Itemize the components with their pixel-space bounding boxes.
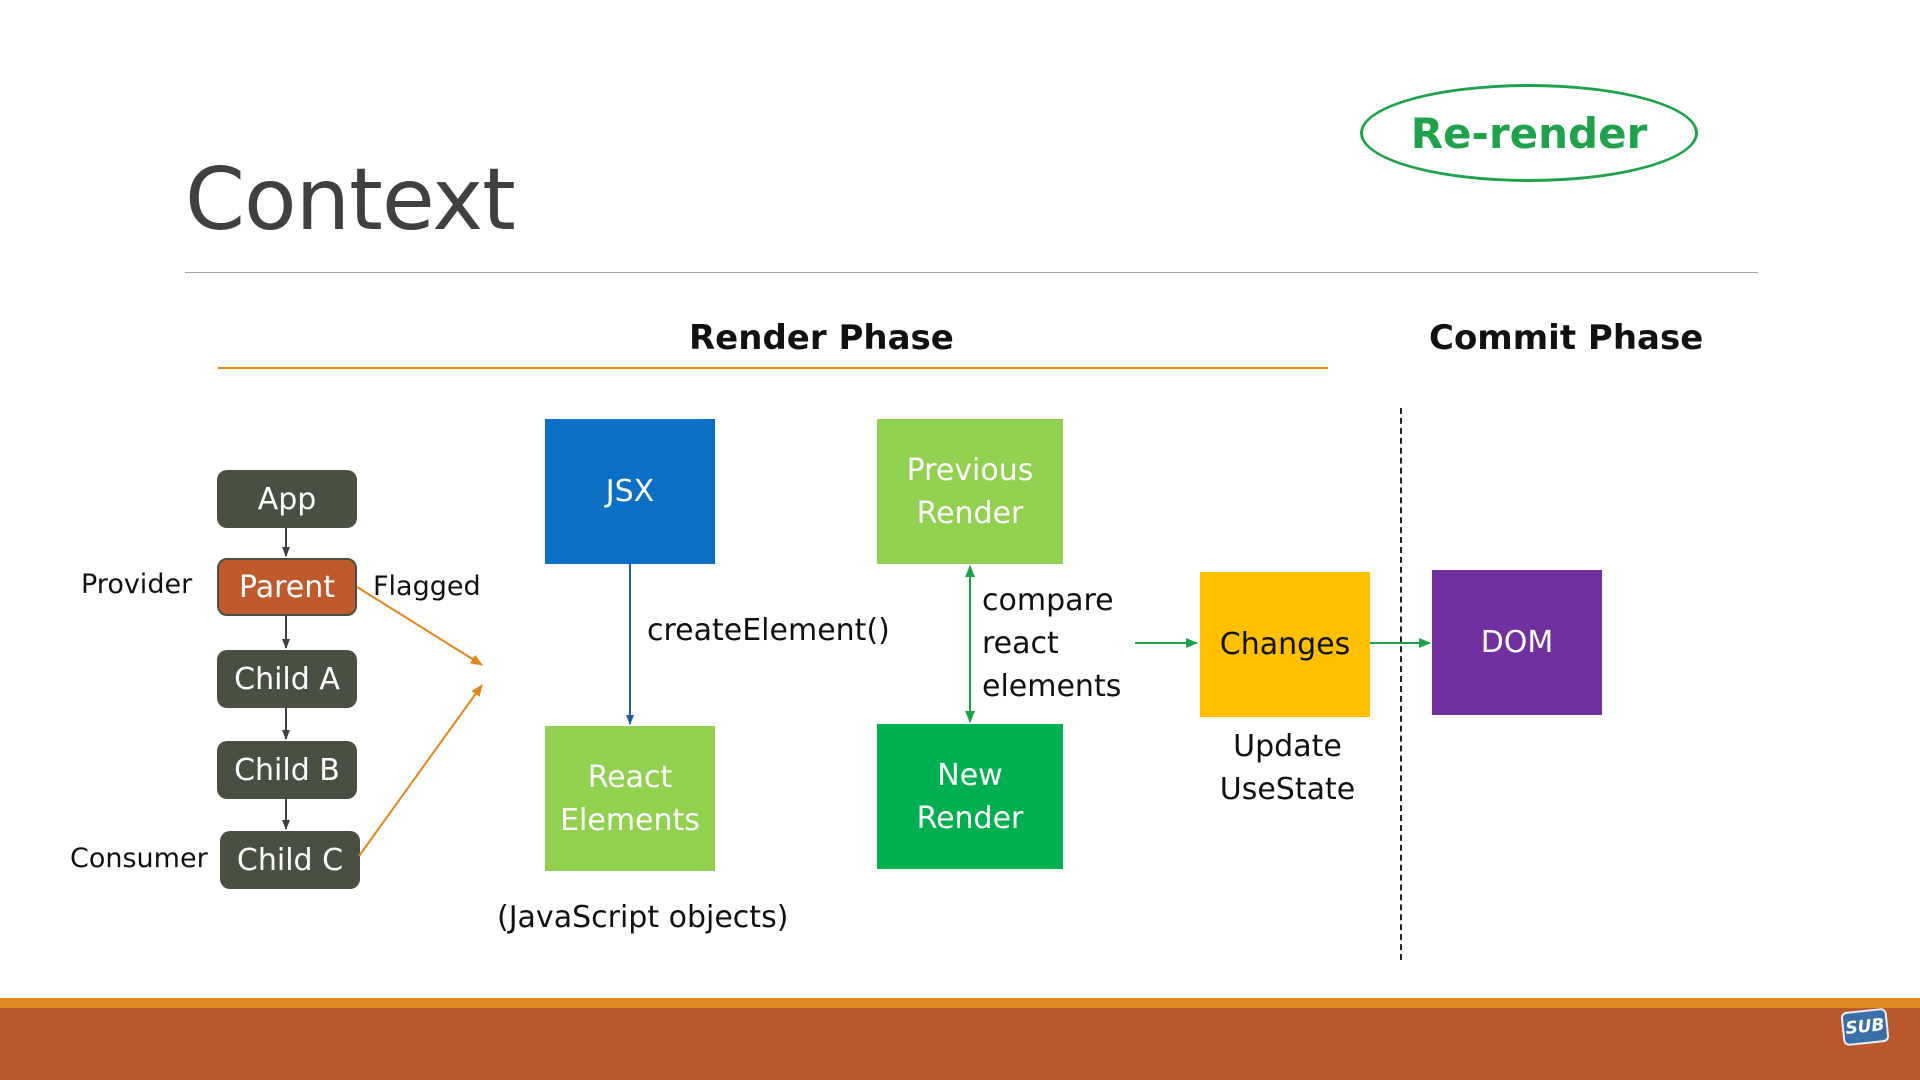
sub-badge: SUB	[1840, 1007, 1890, 1047]
jsx-box: JSX	[545, 419, 715, 564]
node-app-label: App	[257, 481, 317, 517]
node-parent-label: Parent	[238, 569, 336, 605]
consumer-label: Consumer	[70, 843, 208, 874]
compare-line-3: elements	[982, 669, 1122, 704]
node-app: App	[217, 470, 357, 528]
node-child-c: Child C	[220, 831, 360, 889]
render-phase-underline	[218, 367, 1328, 369]
compare-label: compare react elements	[982, 579, 1121, 708]
flagged-label: Flagged	[373, 571, 481, 602]
node-child-b-label: Child B	[234, 752, 340, 788]
previous-render-line-2: Render	[916, 495, 1024, 531]
node-child-b: Child B	[217, 741, 357, 799]
new-render-line-1: New	[937, 757, 1003, 793]
react-elements-box: React Elements	[545, 726, 715, 871]
changes-box: Changes	[1200, 572, 1370, 717]
compare-line-1: compare	[982, 583, 1114, 618]
react-elements-line-1: React	[587, 759, 673, 795]
update-usestate-label: Update UseState	[1200, 725, 1375, 811]
dom-label: DOM	[1480, 625, 1554, 660]
footer-bar	[0, 1008, 1920, 1080]
changes-label: Changes	[1219, 627, 1351, 662]
create-element-label: createElement()	[647, 613, 890, 648]
node-child-c-label: Child C	[236, 842, 344, 878]
render-phase-heading: Render Phase	[689, 318, 954, 358]
node-child-a-label: Child A	[234, 661, 340, 697]
previous-render-box: Previous Render	[877, 419, 1063, 564]
page-title: Context	[185, 150, 516, 250]
previous-render-line-1: Previous	[906, 452, 1034, 488]
rerender-badge-label: Re-render	[1410, 108, 1648, 158]
title-divider	[185, 272, 1758, 273]
javascript-objects-label: (JavaScript objects)	[497, 900, 789, 935]
react-elements-line-2: Elements	[560, 802, 700, 838]
update-line-1: Update	[1233, 729, 1342, 764]
jsx-label: JSX	[605, 474, 655, 509]
new-render-line-2: Render	[916, 800, 1024, 836]
node-child-a: Child A	[217, 650, 357, 708]
rerender-badge: Re-render	[1360, 84, 1698, 182]
new-render-box: New Render	[877, 724, 1063, 869]
arrow-consumer	[358, 684, 483, 857]
commit-phase-heading: Commit Phase	[1429, 318, 1704, 358]
node-parent: Parent	[217, 558, 357, 616]
sub-badge-label: SUB	[1844, 1015, 1886, 1039]
compare-line-2: react	[982, 626, 1059, 661]
provider-label: Provider	[81, 569, 193, 600]
phase-divider	[1400, 408, 1402, 960]
footer-accent	[0, 998, 1920, 1008]
update-line-2: UseState	[1219, 772, 1356, 807]
dom-box: DOM	[1432, 570, 1602, 715]
